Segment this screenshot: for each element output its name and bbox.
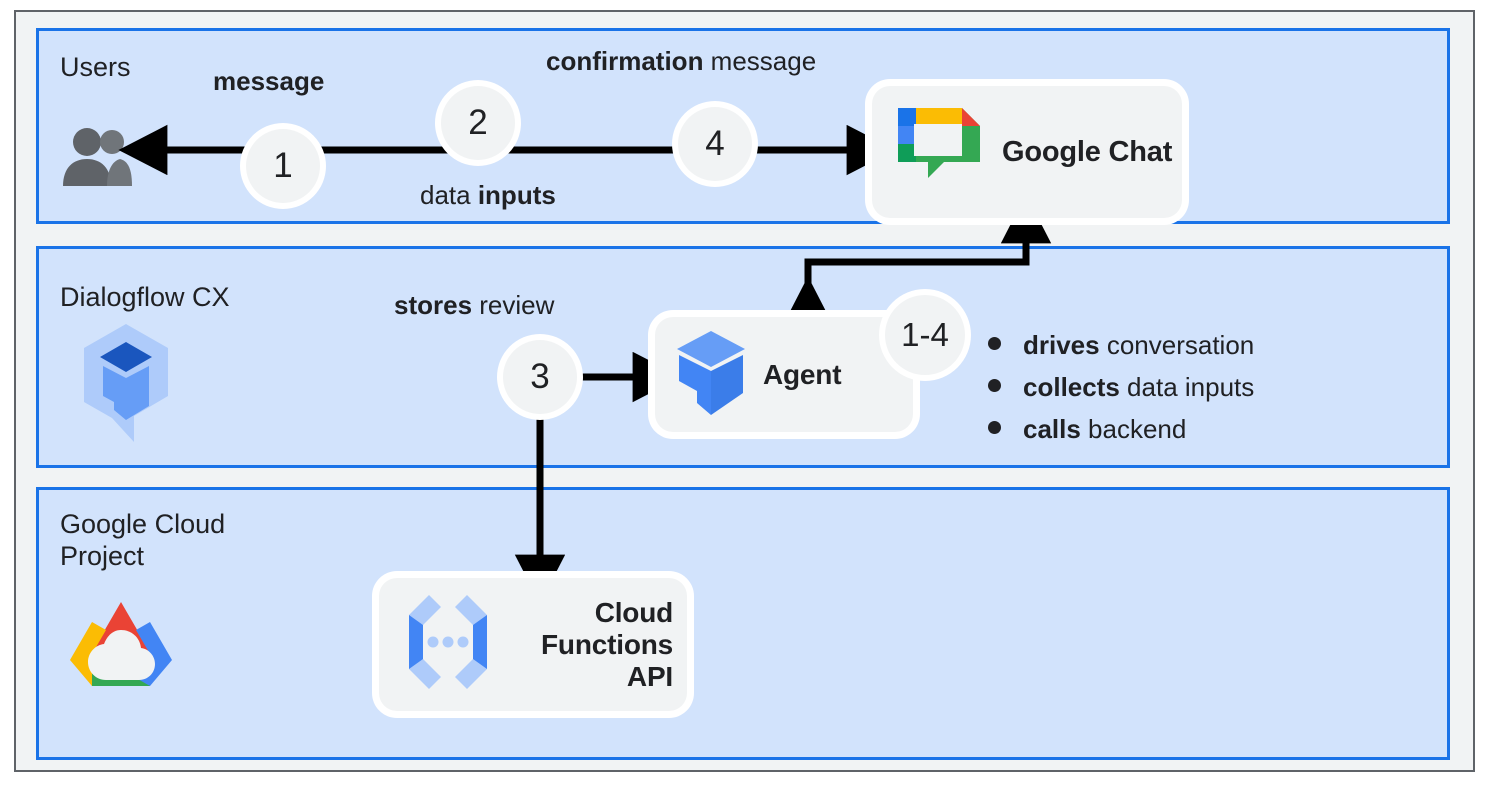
flow-label-stores-review: stores review [394,290,554,321]
bullet-1-regular: data inputs [1119,372,1255,402]
list-item: collects data inputs [988,372,1254,414]
flow-label-stores-bold: stores [394,290,473,320]
swimlane-google-cloud-project-title: Google Cloud Project [60,509,226,571]
flow-label-message: message [213,66,324,97]
bullet-dot-icon [988,379,1001,392]
swimlane-dialogflow-title: Dialogflow CX [60,282,230,312]
bullet-0-regular: conversation [1099,330,1255,360]
flow-label-message-bold: message [213,66,325,96]
flow-label-confirmation-bold: confirmation [546,46,704,76]
bullet-2-regular: backend [1080,414,1187,444]
step-circle-1[interactable]: 1 [246,129,320,203]
card-agent-label: Agent [763,359,842,390]
card-google-chat-label: Google Chat [1002,135,1173,168]
flow-label-data-regular: data [420,180,478,210]
agent-capability-list: drives conversation collects data inputs… [988,330,1254,456]
list-item: drives conversation [988,330,1254,372]
users-group-icon [60,126,134,188]
card-agent[interactable]: Agent [655,317,913,432]
dialogflow-cx-logo [78,322,174,446]
step-circle-1-4[interactable]: 1-4 [885,295,965,375]
bullet-0-bold: drives [1023,330,1100,360]
bullet-dot-icon [988,421,1001,434]
flow-label-review-regular: review [472,290,555,320]
step-circle-2[interactable]: 2 [441,86,515,160]
flow-label-confirmation-message: confirmation message [546,46,816,77]
flow-label-inputs-bold: inputs [477,180,556,210]
dialogflow-agent-icon [675,329,747,420]
cloud-functions-icon [393,587,503,702]
bullet-2-bold: calls [1023,414,1081,444]
bullet-dot-icon [988,337,1001,350]
google-chat-logo [888,100,988,205]
flow-label-confirmation-regular: message [703,46,817,76]
swimlane-google-cloud-project [36,487,1450,760]
step-circle-4[interactable]: 4 [678,107,752,181]
step-circle-3[interactable]: 3 [503,340,577,414]
google-cloud-logo [66,598,176,690]
bullet-1-bold: collects [1023,372,1120,402]
card-cloud-functions[interactable]: Cloud Functions API [379,578,687,711]
flow-label-data-inputs: data inputs [420,180,556,211]
list-item: calls backend [988,414,1254,456]
card-cloud-functions-label: Cloud Functions API [541,596,673,692]
card-google-chat[interactable]: Google Chat [872,86,1182,218]
swimlane-users-title: Users [60,52,131,82]
